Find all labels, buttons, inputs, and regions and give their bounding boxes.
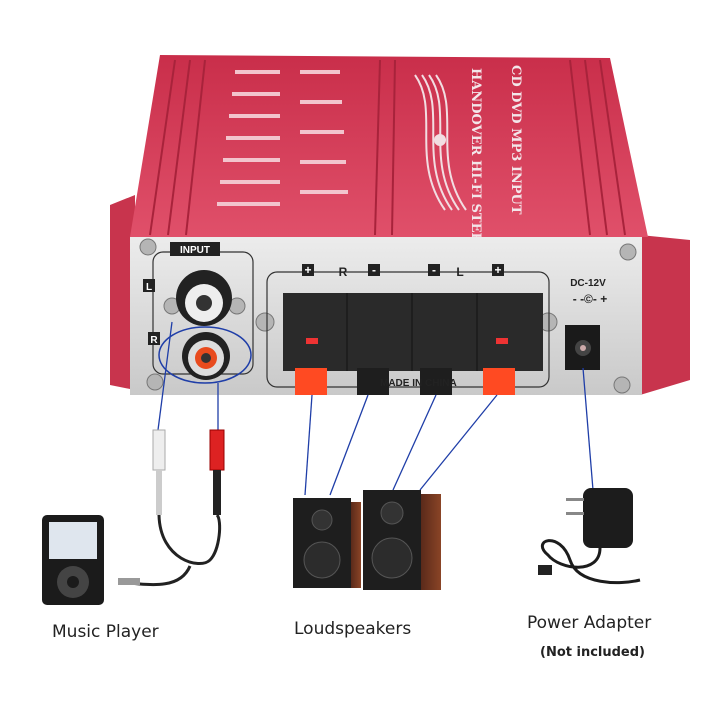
amplifier: CD DVD MP3 INPUT HANDOVER HI-FI STEREO I… <box>110 55 690 395</box>
terminal-l-minus: - <box>432 263 436 277</box>
dc-power-jack[interactable] <box>565 325 600 370</box>
terminal-r-plus: + <box>304 263 311 277</box>
rca-jack-left[interactable] <box>176 270 232 326</box>
input-label: INPUT <box>180 245 210 256</box>
terminal-r-label: R <box>339 265 348 279</box>
terminal-tab-l-minus[interactable] <box>420 368 452 395</box>
loudspeaker-right <box>363 490 441 590</box>
vent-dashes <box>217 70 348 206</box>
power-adapter <box>538 488 641 585</box>
not-included-note: (Not included) <box>540 645 645 660</box>
heatsink-fins <box>149 59 626 236</box>
left-channel-label: L <box>146 282 152 293</box>
right-flange <box>640 235 690 395</box>
top-text-line1: CD DVD MP3 INPUT <box>508 65 523 215</box>
connection-wires <box>157 321 594 496</box>
left-flange <box>110 195 135 390</box>
dc-polarity-symbol: - -©- + <box>573 292 608 306</box>
terminal-print: MADE IN CHINA <box>380 378 457 389</box>
music-player <box>42 515 104 605</box>
terminal-l-label: L <box>456 265 463 279</box>
terminal-labels: + R - - L + <box>302 263 504 279</box>
loudspeaker-left <box>293 498 361 588</box>
dc-voltage-label: DC-12V <box>570 278 606 289</box>
terminal-l-plus: + <box>494 263 501 277</box>
music-player-label: Music Player <box>52 622 159 642</box>
top-text-line2: HANDOVER HI-FI STEREO <box>468 68 483 265</box>
rca-highlight-circle <box>158 326 252 384</box>
terminal-r-minus: - <box>372 263 376 277</box>
speaker-terminal-box <box>266 271 550 388</box>
power-adapter-label: Power Adapter <box>527 613 651 633</box>
terminal-tab-r-plus[interactable] <box>295 368 327 395</box>
rca-jack-right[interactable] <box>182 332 230 380</box>
amplifier-top <box>130 55 648 237</box>
terminal-tab-l-plus[interactable] <box>483 368 515 395</box>
rca-cable <box>118 429 225 587</box>
loudspeakers-label: Loudspeakers <box>294 619 411 639</box>
terminal-tab-r-minus[interactable] <box>357 368 389 395</box>
music-notes-graphic <box>414 74 467 211</box>
speaker-terminal-block[interactable]: MADE IN CHINA <box>283 293 543 395</box>
right-channel-label: R <box>150 335 158 346</box>
